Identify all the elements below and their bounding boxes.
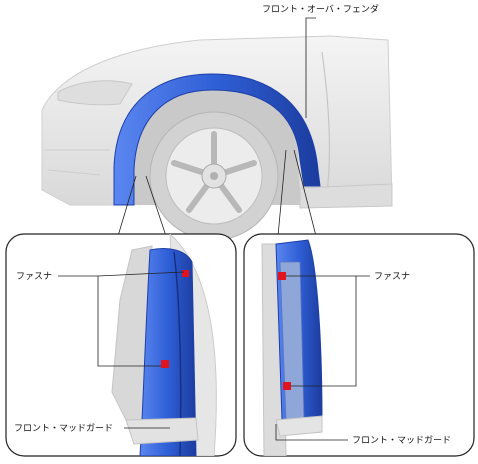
front-wheel (149, 111, 279, 241)
label-right-mudguard: フロント・マッドガード (352, 435, 451, 446)
callout-front-over-fender: フロント・オーバ・フェンダ (262, 3, 379, 118)
label-right-fastener: ファスナ (374, 271, 410, 282)
left-upper-fastener (182, 270, 189, 277)
right-fastener-leader (286, 275, 370, 387)
front-over-fender (113, 73, 321, 206)
left-fastener-leader (58, 271, 185, 367)
side-sill (299, 183, 393, 209)
right-upper-fastener (278, 272, 286, 280)
left-mudguard-part (139, 248, 197, 456)
label-front-over-fender: フロント・オーバ・フェンダ (262, 3, 379, 15)
car-front-view (41, 35, 393, 241)
label-left-fastener: ファスナ (16, 271, 52, 282)
detail-connectors (117, 149, 317, 237)
bumper-line (44, 149, 110, 176)
right-detail-panel: ファスナ フロント・マッドガード (243, 233, 475, 457)
door-line (321, 51, 331, 201)
right-mudguard-leader (275, 424, 348, 441)
right-lower-fastener (283, 382, 291, 390)
headlight (57, 80, 133, 106)
left-lower-fastener (161, 360, 169, 368)
label-left-mudguard: フロント・マッドガード (14, 423, 113, 434)
left-mudguard-lip (125, 417, 199, 445)
left-detail-panel: ファスナ フロント・マッドガード (5, 233, 237, 457)
right-mudguard-lip (275, 415, 323, 437)
